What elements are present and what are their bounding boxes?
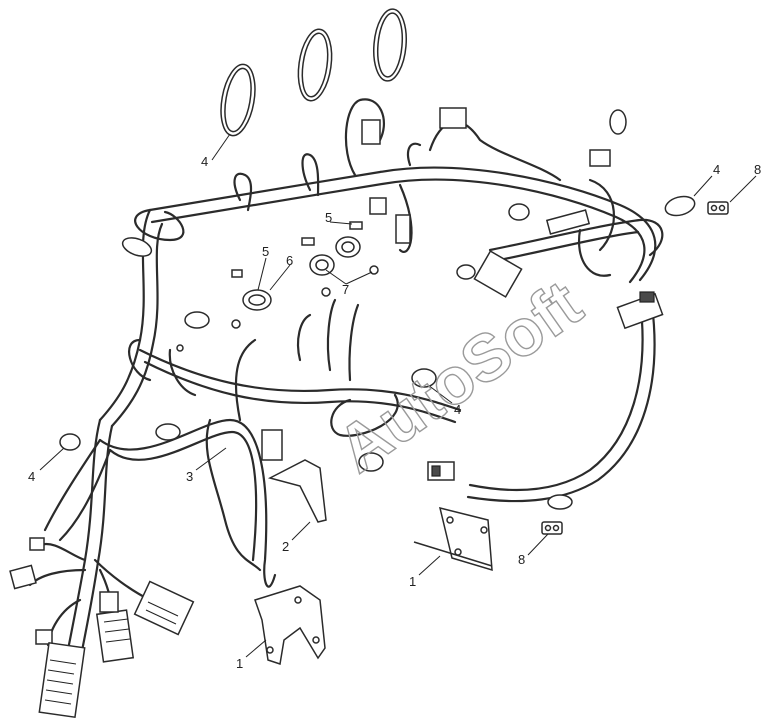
callout-4-center: 4	[454, 402, 461, 417]
callout-8-bottom: 8	[518, 552, 525, 567]
callout-6: 6	[286, 253, 293, 268]
callout-4-left: 4	[28, 469, 35, 484]
callout-4-top-right: 4	[713, 162, 720, 177]
callout-5-right: 5	[325, 210, 332, 225]
callout-4-top-left: 4	[201, 154, 208, 169]
callout-labels: 4 4 8 4 4 3 2 1 1 8 5 5 6 7	[28, 154, 761, 671]
brackets-and-plates	[254, 201, 729, 665]
callout-5-left: 5	[262, 244, 269, 259]
callout-1-bottom: 1	[236, 656, 243, 671]
clamps-and-bolts	[176, 221, 379, 352]
callout-7: 7	[342, 282, 349, 297]
cable-ties	[59, 8, 696, 510]
ecu-connector-bundle	[9, 438, 195, 719]
callout-2: 2	[282, 539, 289, 554]
leader-lines	[39, 133, 757, 658]
callout-1-right: 1	[409, 574, 416, 589]
watermark: AutoSoft	[324, 266, 595, 486]
harness-branches	[128, 98, 612, 422]
callout-8-top-right: 8	[754, 162, 761, 177]
callout-3: 3	[186, 469, 193, 484]
right-connectors	[261, 107, 664, 481]
